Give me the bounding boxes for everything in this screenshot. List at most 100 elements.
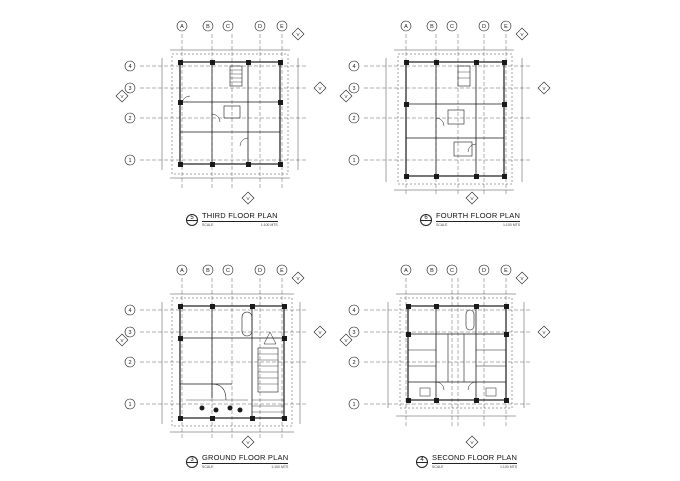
svg-text:V: V xyxy=(520,276,523,281)
drawing-number-badge: 6 xyxy=(420,213,432,226)
grid-bubble-d: D xyxy=(478,264,490,276)
scale-label: SCALE xyxy=(202,223,214,227)
svg-text:V: V xyxy=(296,32,299,37)
svg-text:C: C xyxy=(450,24,454,30)
svg-text:D: D xyxy=(482,268,486,274)
svg-text:2: 2 xyxy=(128,360,131,366)
drawing-number: 4 xyxy=(420,456,424,463)
section-marker-top: V xyxy=(515,27,529,41)
grid-bubble-b: B xyxy=(202,20,214,32)
svg-text:E: E xyxy=(504,24,508,30)
grid-bubble-2: 2 xyxy=(348,112,360,124)
svg-text:V: V xyxy=(542,86,545,91)
svg-text:V: V xyxy=(470,440,473,445)
grid-bubble-4: 4 xyxy=(348,304,360,316)
grid-bubble-1: 1 xyxy=(348,154,360,166)
svg-text:4: 4 xyxy=(128,308,131,314)
grid-bubble-2: 2 xyxy=(124,112,136,124)
svg-text:A: A xyxy=(404,268,408,274)
svg-text:1: 1 xyxy=(128,158,131,164)
svg-text:D: D xyxy=(258,268,262,274)
drawing-number-badge: 3 xyxy=(186,455,198,468)
drawing-number: 5 xyxy=(190,214,194,221)
svg-text:V: V xyxy=(318,86,321,91)
drawing-number-badge: 5 xyxy=(186,213,198,226)
section-marker-bottom: V xyxy=(241,191,255,205)
svg-text:B: B xyxy=(430,268,434,274)
grid-bubble-1: 1 xyxy=(124,398,136,410)
svg-text:3: 3 xyxy=(352,86,355,92)
svg-text:A: A xyxy=(180,268,184,274)
svg-text:D: D xyxy=(482,24,486,30)
svg-text:B: B xyxy=(430,24,434,30)
scale-value: 1:100 MTS xyxy=(499,465,518,469)
drawing-number: 3 xyxy=(190,456,194,463)
grid-bubble-c: C xyxy=(222,20,234,32)
section-marker-left: V xyxy=(115,333,129,347)
svg-text:2: 2 xyxy=(128,116,131,122)
section-marker-left: V xyxy=(339,333,353,347)
grid-bubble-e: E xyxy=(276,264,288,276)
svg-text:C: C xyxy=(450,268,454,274)
title-block-third-floor: 5 THIRD FLOOR PLAN SCALE 1:100 MTS xyxy=(186,212,278,227)
drawing-number-badge: 4 xyxy=(416,455,428,468)
grid-bubble-1: 1 xyxy=(124,154,136,166)
svg-text:1: 1 xyxy=(352,402,355,408)
section-marker-left: V xyxy=(339,89,353,103)
grid-bubble-2: 2 xyxy=(348,356,360,368)
svg-text:D: D xyxy=(258,24,262,30)
svg-text:1: 1 xyxy=(352,158,355,164)
svg-text:2: 2 xyxy=(352,116,355,122)
title-block-fourth-floor: 6 FOURTH FLOOR PLAN SCALE 1:100 MTS xyxy=(420,211,521,227)
svg-text:A: A xyxy=(404,24,408,30)
svg-text:V: V xyxy=(542,330,545,335)
scale-label: SCALE xyxy=(436,223,448,227)
svg-text:V: V xyxy=(344,338,347,343)
scale-value: 1:100 MTS xyxy=(502,223,521,227)
svg-text:V: V xyxy=(470,196,473,201)
svg-text:V: V xyxy=(318,330,321,335)
grid-bubble-a: A xyxy=(176,20,188,32)
grid-bubble-a: A xyxy=(176,264,188,276)
grid-bubble-d: D xyxy=(254,264,266,276)
section-marker-right: V xyxy=(313,81,327,95)
scale-label: SCALE xyxy=(432,465,444,469)
plan-title: THIRD FLOOR PLAN xyxy=(202,211,278,222)
grid-bubble-4: 4 xyxy=(124,304,136,316)
section-marker-top: V xyxy=(515,271,529,285)
grid-bubble-b: B xyxy=(426,20,438,32)
grid-bubble-e: E xyxy=(500,264,512,276)
grid-bubble-3: 3 xyxy=(124,82,136,94)
grid-bubble-e: E xyxy=(500,20,512,32)
plan-title: GROUND FLOOR PLAN xyxy=(202,453,289,464)
svg-text:V: V xyxy=(296,276,299,281)
section-marker-bottom: V xyxy=(465,191,479,205)
grid-bubble-3: 3 xyxy=(348,326,360,338)
svg-text:B: B xyxy=(206,268,210,274)
svg-text:1: 1 xyxy=(128,402,131,408)
section-marker-top: V xyxy=(291,27,305,41)
grid-bubble-4: 4 xyxy=(348,60,360,72)
grid-bubble-c: C xyxy=(446,264,458,276)
grid-bubble-2: 2 xyxy=(124,356,136,368)
svg-text:E: E xyxy=(504,268,508,274)
grid-bubble-3: 3 xyxy=(124,326,136,338)
grid-bubble-a: A xyxy=(400,20,412,32)
svg-text:2: 2 xyxy=(352,360,355,366)
svg-text:3: 3 xyxy=(128,86,131,92)
svg-text:4: 4 xyxy=(128,64,131,70)
svg-text:C: C xyxy=(226,24,230,30)
section-marker-top: V xyxy=(291,271,305,285)
scale-value: 1:100 MTS xyxy=(260,223,278,227)
plan-title: FOURTH FLOOR PLAN xyxy=(436,211,521,222)
svg-text:C: C xyxy=(226,268,230,274)
svg-text:V: V xyxy=(246,196,249,201)
section-marker-bottom: V xyxy=(241,435,255,449)
svg-text:V: V xyxy=(120,338,123,343)
